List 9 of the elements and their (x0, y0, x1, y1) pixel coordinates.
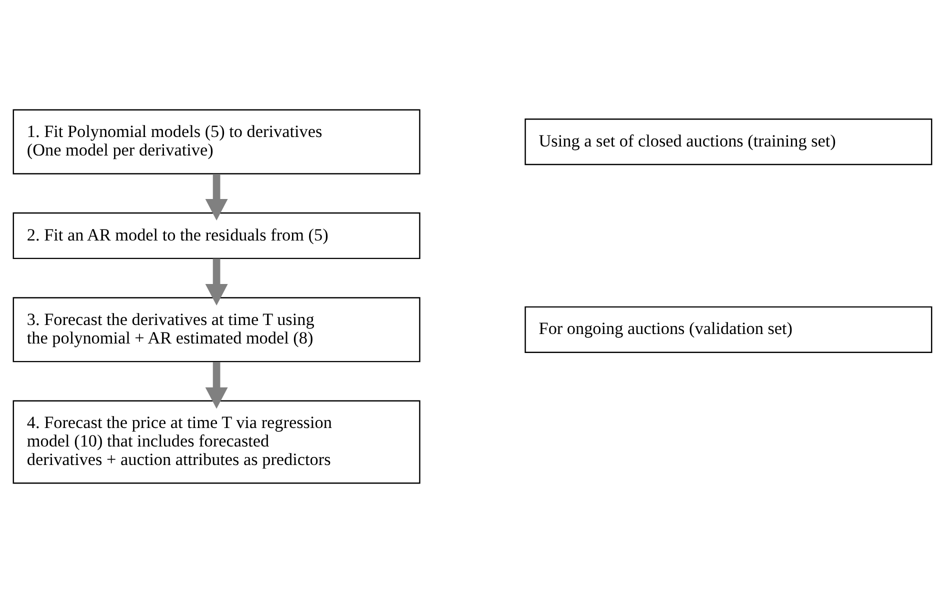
node-box: Using a set of closed auctions (training set) (524, 118, 932, 166)
arrow (205, 258, 228, 306)
node-box: For ongoing auctions (validation set) (524, 306, 932, 353)
node-box: 3. Forecast the derivatives at time T using the polynomial + AR estimated model (8) (12, 297, 420, 362)
node-box: 1. Fit Polynomial models (5) to derivatives (One model per derivative) (12, 109, 420, 174)
arrow (205, 174, 228, 220)
node-box: 2. Fit an AR model to the residuals from (5) (12, 212, 420, 260)
arrow (205, 362, 228, 409)
node-box: 4. Forecast the price at time T via regression model (10) that includes forecasted derivatives + auction attributes as predictors (12, 400, 420, 484)
